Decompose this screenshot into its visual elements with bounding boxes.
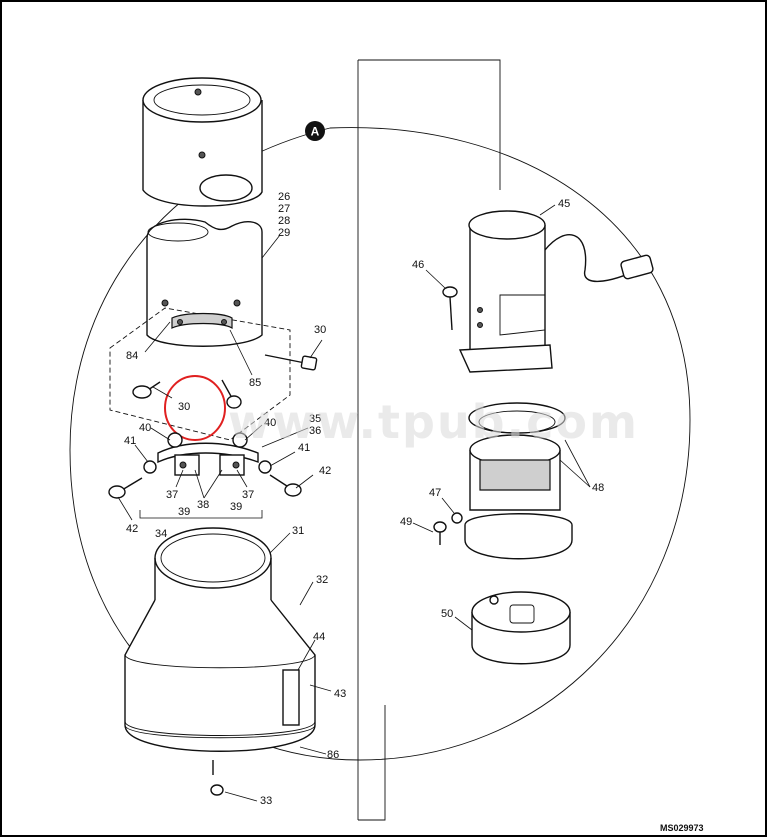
callout-39-left: 39 — [178, 506, 190, 518]
callout-37-right: 37 — [242, 489, 254, 501]
mounting-plate-outline — [109, 307, 291, 441]
callout-48: 48 — [592, 482, 604, 494]
callout-84: 84 — [126, 350, 138, 362]
callout-38: 38 — [197, 499, 209, 511]
bolts-42 — [108, 474, 302, 499]
strap-clamp — [171, 312, 233, 330]
detail-marker-a: A — [305, 121, 325, 141]
bracket-34 — [139, 510, 263, 519]
callout-35: 35 — [309, 413, 321, 425]
callout-30-left: 30 — [178, 401, 190, 413]
callout-47: 47 — [429, 487, 441, 499]
callout-49: 49 — [400, 516, 412, 528]
callout-37-left: 37 — [166, 489, 178, 501]
callout-50: 50 — [441, 608, 453, 620]
top-cover — [142, 77, 263, 207]
callout-46: 46 — [412, 259, 424, 271]
connector-top — [358, 59, 501, 190]
callout-26: 26 — [278, 191, 290, 203]
screw-30-right — [264, 354, 318, 371]
callout-27: 27 — [278, 203, 290, 215]
callout-numbers: 26 27 28 29 30 84 85 30 40 40 35 36 41 4… — [124, 191, 604, 807]
bolt-49 — [433, 512, 463, 545]
callout-40-right: 40 — [264, 417, 276, 429]
screw-30-left — [132, 379, 242, 409]
callout-43: 43 — [334, 688, 346, 700]
callout-41-left: 41 — [124, 435, 136, 447]
callout-39-right: 39 — [230, 501, 242, 513]
motor — [458, 210, 654, 373]
nuts-41 — [143, 460, 272, 474]
callout-34: 34 — [155, 528, 167, 540]
callout-28: 28 — [278, 215, 290, 227]
callout-33: 33 — [260, 795, 272, 807]
svg-text:A: A — [311, 125, 320, 139]
screw-46 — [442, 286, 458, 331]
callout-32: 32 — [316, 574, 328, 586]
detail-circle — [69, 127, 691, 761]
callout-30-right: 30 — [314, 324, 326, 336]
callout-40-left: 40 — [139, 422, 151, 434]
connector-bottom — [358, 705, 386, 821]
upper-tube — [146, 218, 263, 347]
watermark-text: www.tpub.com — [228, 395, 639, 449]
callout-31: 31 — [292, 525, 304, 537]
callout-85: 85 — [249, 377, 261, 389]
base-plate — [471, 591, 571, 665]
coupling — [464, 402, 573, 560]
callout-41-right: 41 — [298, 442, 310, 454]
lower-ring — [154, 527, 272, 600]
callout-29: 29 — [278, 227, 290, 239]
callout-42-right: 42 — [319, 465, 331, 477]
callout-44: 44 — [313, 631, 325, 643]
callout-36: 36 — [309, 425, 321, 437]
callout-45: 45 — [558, 198, 570, 210]
conical-housing — [124, 599, 316, 796]
callout-86: 86 — [327, 749, 339, 761]
leader-lines — [117, 204, 591, 802]
clamp-ring — [157, 432, 259, 476]
highlight-circle — [164, 375, 226, 441]
figure-id: MS029973 — [660, 823, 704, 833]
callout-42-left: 42 — [126, 523, 138, 535]
